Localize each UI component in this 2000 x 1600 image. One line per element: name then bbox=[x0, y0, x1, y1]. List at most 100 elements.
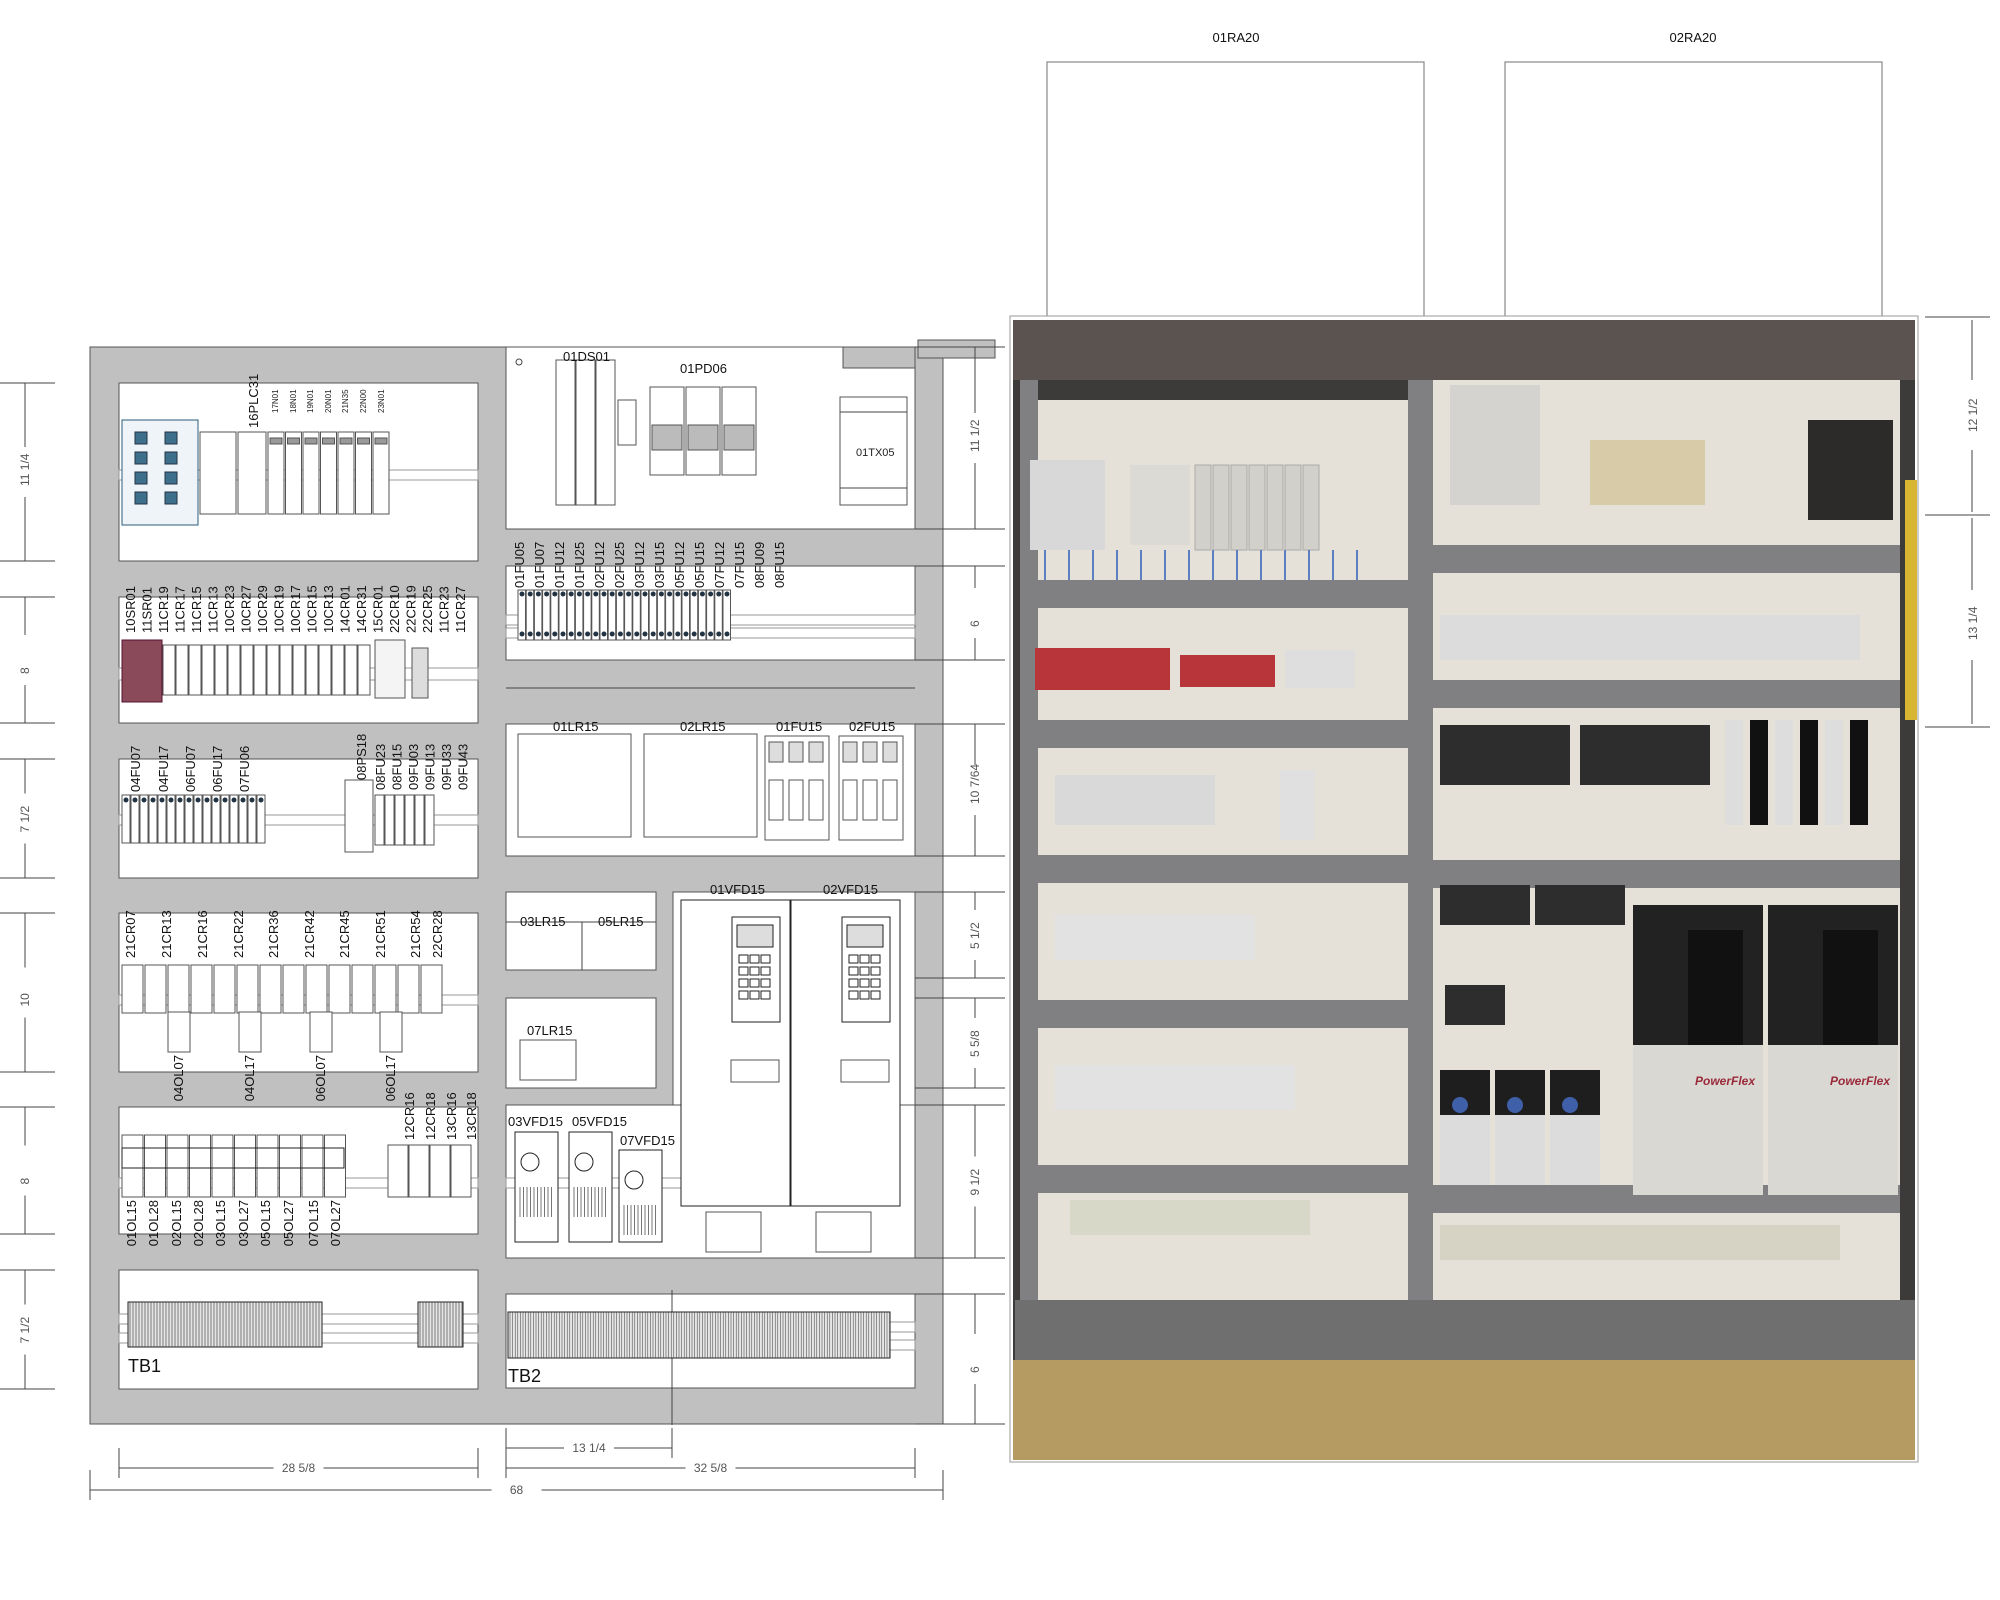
top-corner-block bbox=[917, 339, 996, 359]
disconnect-pole bbox=[575, 359, 596, 506]
motor-protector-rail bbox=[121, 1147, 345, 1169]
io-module-window bbox=[357, 437, 370, 445]
safety-relay-module bbox=[121, 419, 199, 526]
horizontal-wireway bbox=[1030, 1000, 1410, 1028]
keypad-key bbox=[870, 978, 881, 988]
photo-terminal-group bbox=[1055, 775, 1215, 825]
relay-label: 11CR13 bbox=[206, 586, 221, 633]
top-enclosures: 01RA20 02RA20 bbox=[1046, 30, 1883, 319]
terminal-screw bbox=[634, 631, 640, 637]
fuse-body bbox=[842, 779, 858, 821]
relay-label: 21CR51 bbox=[373, 910, 388, 958]
motor-protector bbox=[234, 1134, 256, 1198]
fuse-holder bbox=[247, 794, 257, 844]
fuse-holder bbox=[558, 589, 567, 641]
io-module bbox=[355, 431, 372, 515]
fuse-label: 03FU12 bbox=[632, 542, 647, 588]
overload-relay bbox=[167, 1011, 191, 1053]
motor-protector bbox=[189, 1134, 211, 1198]
terminal-screw bbox=[258, 797, 264, 803]
terminal-screw bbox=[519, 631, 525, 637]
keypad-key bbox=[749, 966, 760, 976]
photo-reactor-small bbox=[1445, 985, 1505, 1025]
photo-fuse-row bbox=[1440, 615, 1860, 660]
overload-label: 04OL17 bbox=[242, 1055, 257, 1101]
dimension-bottom-left: 28 5/8 bbox=[282, 1461, 316, 1475]
line-reactor-01lr15 bbox=[517, 733, 632, 838]
power-supply-label: 08PS18 bbox=[354, 734, 369, 780]
terminal-screw bbox=[560, 591, 566, 597]
photo-dim-middle: 13 1/4 bbox=[1966, 606, 1980, 640]
terminal-screw bbox=[150, 797, 156, 803]
keypad-key bbox=[870, 954, 881, 964]
terminal-screw bbox=[552, 591, 558, 597]
terminal-screw bbox=[519, 591, 525, 597]
fuse-label: 08FU15 bbox=[390, 744, 405, 790]
powerflex-drive-small bbox=[514, 1131, 559, 1243]
photo-reactor-small bbox=[1535, 885, 1625, 925]
horizontal-wireway bbox=[1030, 1165, 1410, 1193]
fuse-holder bbox=[175, 794, 185, 844]
fuse-label: 09FU43 bbox=[456, 744, 471, 790]
vfd-label-02: 02VFD15 bbox=[823, 882, 878, 897]
fuse-holder bbox=[157, 794, 167, 844]
relay-label: 12CR16 bbox=[402, 1092, 417, 1140]
powerflex-drive-small bbox=[568, 1131, 613, 1243]
tb2-label: TB2 bbox=[508, 1366, 541, 1386]
relay-label: 10CR27 bbox=[239, 585, 254, 633]
fuse-body bbox=[808, 779, 824, 821]
io-module-window bbox=[287, 437, 300, 445]
keypad-key bbox=[859, 978, 870, 988]
io-module-window bbox=[374, 437, 388, 445]
terminal-block bbox=[164, 491, 178, 505]
keypad-key bbox=[738, 990, 749, 1000]
photo-fuse bbox=[1750, 720, 1768, 825]
reactor-label-05: 05LR15 bbox=[598, 914, 644, 929]
fuse-label: 08FU15 bbox=[772, 542, 787, 588]
photo-powerflex-keypad bbox=[1823, 930, 1878, 1045]
overload-label: 07OL27 bbox=[328, 1200, 343, 1246]
relay-module bbox=[450, 1144, 472, 1198]
relay-module bbox=[408, 1144, 430, 1198]
dimension-overall: 68 bbox=[510, 1483, 524, 1497]
fuse-label: 06FU17 bbox=[210, 746, 225, 792]
keypad-key bbox=[848, 954, 859, 964]
dimension-bottom-partial: 13 1/4 bbox=[572, 1441, 606, 1455]
io-module bbox=[372, 431, 390, 515]
motor-protector bbox=[279, 1134, 301, 1198]
motor-protector bbox=[211, 1134, 234, 1198]
terminal-block bbox=[134, 431, 148, 445]
fuse-holder bbox=[583, 589, 592, 641]
io-module-label: 19N01 bbox=[306, 389, 315, 413]
terminal-strip-tb2 bbox=[507, 1311, 891, 1359]
io-module-label: 17N01 bbox=[271, 389, 280, 413]
vfd-label-01: 01VFD15 bbox=[710, 882, 765, 897]
fuse-holder bbox=[517, 589, 526, 641]
fuse-holder bbox=[193, 794, 203, 844]
photo-io-module bbox=[1266, 464, 1284, 551]
fuse-label: 02FU25 bbox=[612, 542, 627, 588]
fuse-holder bbox=[220, 794, 230, 844]
terminal-screw bbox=[535, 591, 541, 597]
relay-label: 12CR18 bbox=[423, 1092, 438, 1140]
relay-label: 13CR16 bbox=[444, 1092, 459, 1140]
relay-module bbox=[292, 644, 306, 696]
dimension-bottom-right: 32 5/8 bbox=[694, 1461, 728, 1475]
distribution-block-terminals bbox=[651, 424, 683, 451]
terminal-screw bbox=[552, 631, 558, 637]
fuse-holder bbox=[394, 794, 405, 846]
fuse-holder bbox=[689, 589, 699, 641]
fuse-body bbox=[788, 779, 804, 821]
fuse-holder bbox=[632, 589, 641, 641]
fuse-holder bbox=[121, 794, 131, 844]
photo-safety-relays bbox=[1180, 655, 1275, 687]
overload-relay bbox=[238, 1011, 262, 1053]
fuse-label: 05FU15 bbox=[692, 542, 707, 588]
terminal-screw bbox=[691, 591, 697, 597]
contactor bbox=[144, 964, 167, 1014]
relay-label: 22CR19 bbox=[404, 585, 419, 633]
photo-power-supply bbox=[1280, 770, 1315, 840]
drive-bracket bbox=[815, 1211, 872, 1253]
drive-dial bbox=[624, 1170, 644, 1190]
